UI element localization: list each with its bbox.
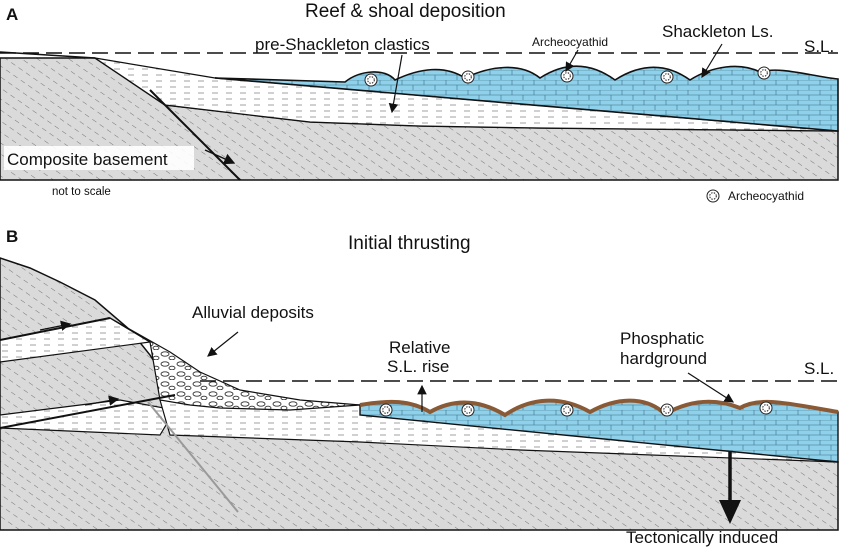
label-hardground: hardground <box>620 349 707 368</box>
archeocyathid-icon <box>461 403 475 417</box>
panel-a-letter: A <box>6 5 18 24</box>
label-relative: Relative <box>389 338 450 357</box>
panel-a-title: Reef & shoal deposition <box>305 1 506 22</box>
label-composite-basement: Composite basement <box>7 150 168 169</box>
legend-archeocyathid-label: Archeocyathid <box>728 189 804 203</box>
label-pre-shackleton-clastics: pre-Shackleton clastics <box>255 35 430 54</box>
panel-a-fault <box>149 89 241 181</box>
label-sl-b: S.L. <box>804 359 834 378</box>
archeocyathid-icon <box>759 401 773 415</box>
subsidence-arrow <box>719 452 741 524</box>
archeocyathid-icon <box>560 403 574 417</box>
panel-b-basement <box>0 257 839 531</box>
archeocyathid-icon <box>660 70 674 84</box>
label-phosphatic: Phosphatic <box>620 329 705 348</box>
archeocyathid-icon <box>660 403 674 417</box>
panel-a: A Reef & shoal deposition pre-Shackleton… <box>0 1 839 203</box>
label-tectonically-induced: Tectonically induced <box>626 528 778 547</box>
archeocyathid-icon <box>379 403 393 417</box>
label-archeocyathid: Archeocyathid <box>532 35 608 49</box>
label-shackleton-ls: Shackleton Ls. <box>662 22 774 41</box>
panel-b: B Initial thrusting Alluvial deposits Re… <box>0 227 839 547</box>
archeocyathid-icon <box>560 69 574 83</box>
label-not-to-scale: not to scale <box>52 186 111 198</box>
archeocyathid-icon <box>364 73 378 87</box>
label-alluvial-deposits: Alluvial deposits <box>192 303 314 322</box>
panel-b-phosphatic-hardground <box>359 398 839 418</box>
legend: Archeocyathid <box>706 189 804 203</box>
label-sl-rise: S.L. rise <box>387 357 449 376</box>
archeocyathid-legend-icon <box>706 189 720 203</box>
panel-b-title: Initial thrusting <box>348 233 471 254</box>
archeocyathid-icon <box>757 66 771 80</box>
archeocyathid-icon <box>461 70 475 84</box>
panel-b-letter: B <box>6 227 18 246</box>
label-sl-a: S.L. <box>804 37 834 56</box>
